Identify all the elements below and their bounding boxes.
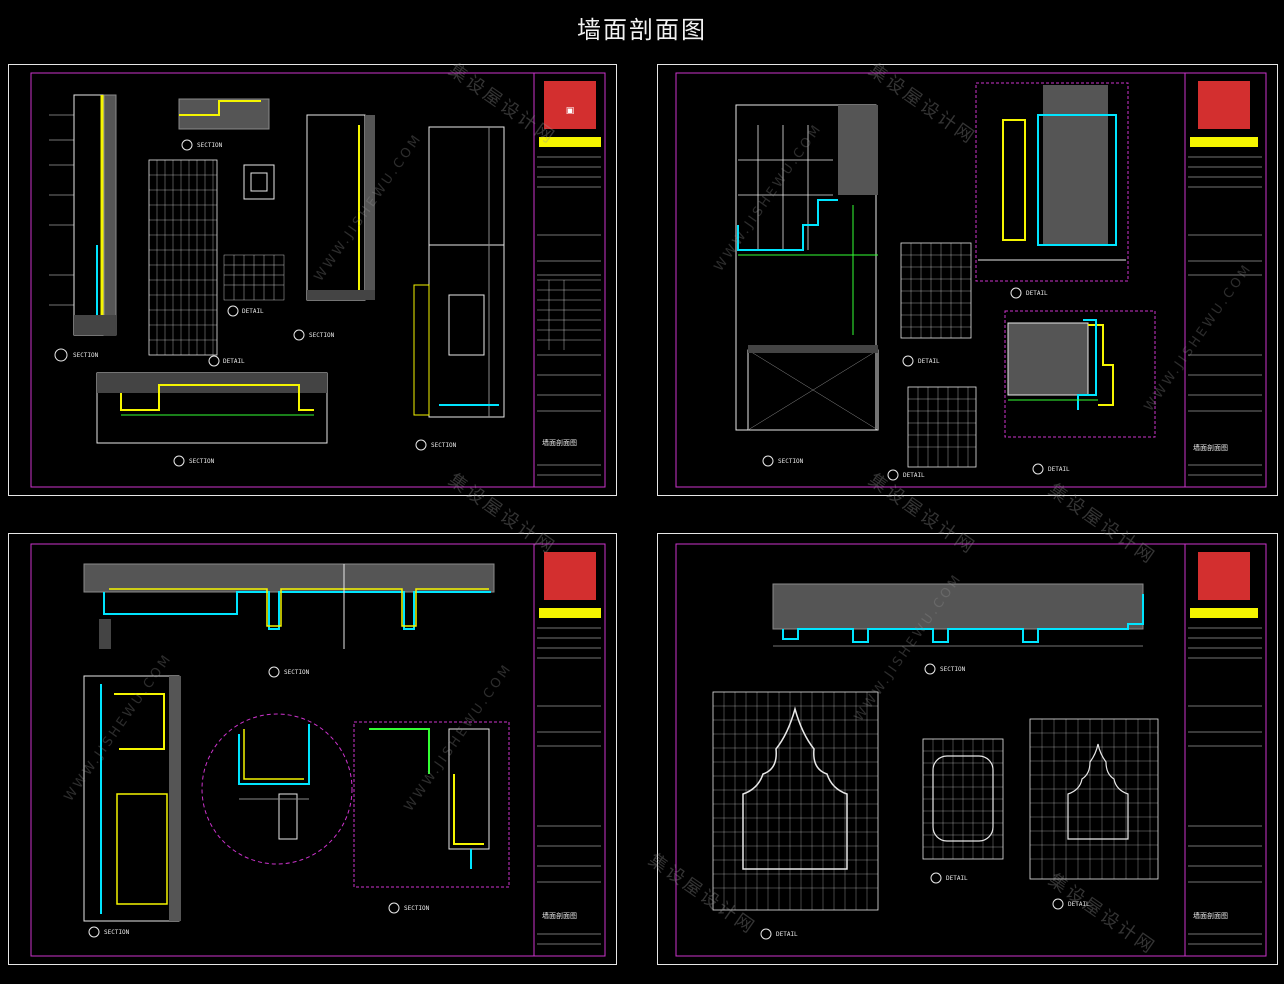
sheet-4-label-3: DETAIL — [946, 875, 968, 882]
sheet-1-label-1: SECTION — [73, 352, 99, 359]
logo-stamp — [544, 81, 596, 129]
sheet-1-label-5: SECTION — [309, 332, 335, 339]
sheet-3-label-3: SECTION — [404, 905, 430, 912]
sheet-4-label-4: DETAIL — [1068, 901, 1090, 908]
sheet-2-label-5: DETAIL — [1048, 466, 1070, 473]
sheet-2-label-1: SECTION — [778, 458, 804, 465]
sheet-4-drawing: 墙面剖面图 SECTION DETAIL — [675, 543, 1267, 957]
drawing-sheet-2: 墙面剖面图 SECTION DETAIL — [657, 64, 1278, 496]
sheet-3-label-2: SECTION — [104, 929, 130, 936]
logo-stamp — [1198, 81, 1250, 129]
sheet-2-label-3: DETAIL — [903, 472, 925, 479]
sheet-4-footer: 墙面剖面图 — [1193, 911, 1228, 920]
svg-text:▣: ▣ — [566, 106, 575, 116]
sheet-1-drawing: ▣ 墙面剖面图 SE — [30, 72, 606, 488]
sheet-1-label-3: DETAIL — [223, 358, 245, 365]
sheet-3-footer: 墙面剖面图 — [542, 911, 577, 920]
drawing-sheet-4: 墙面剖面图 SECTION DETAIL — [657, 533, 1278, 965]
sheet-1-footer: 墙面剖面图 — [542, 438, 577, 447]
sheet-1-label-4: DETAIL — [242, 308, 264, 315]
sheet-4-label-2: DETAIL — [776, 931, 798, 938]
sheet-2-label-2: DETAIL — [918, 358, 940, 365]
sheet-3-drawing: 墙面剖面图 SECTION SECTION SECTION — [30, 543, 606, 957]
sheet-2-label-4: DETAIL — [1026, 290, 1048, 297]
logo-stamp — [1198, 552, 1250, 600]
drawing-sheet-3: 墙面剖面图 SECTION SECTION SECTION — [8, 533, 617, 965]
sheet-2-footer: 墙面剖面图 — [1193, 443, 1228, 452]
drawing-sheet-1: ▣ 墙面剖面图 SE — [8, 64, 617, 496]
sheet-1-label-6: SECTION — [189, 458, 215, 465]
sheet-2-drawing: 墙面剖面图 SECTION DETAIL — [675, 72, 1267, 488]
sheet-4-label-1: SECTION — [940, 666, 966, 673]
logo-stamp — [544, 552, 596, 600]
sheet-3-label-1: SECTION — [284, 669, 310, 676]
sheet-1-label-7: SECTION — [431, 442, 457, 449]
page-title: 墙面剖面图 — [577, 16, 707, 44]
sheet-1-label-2: SECTION — [197, 142, 223, 149]
